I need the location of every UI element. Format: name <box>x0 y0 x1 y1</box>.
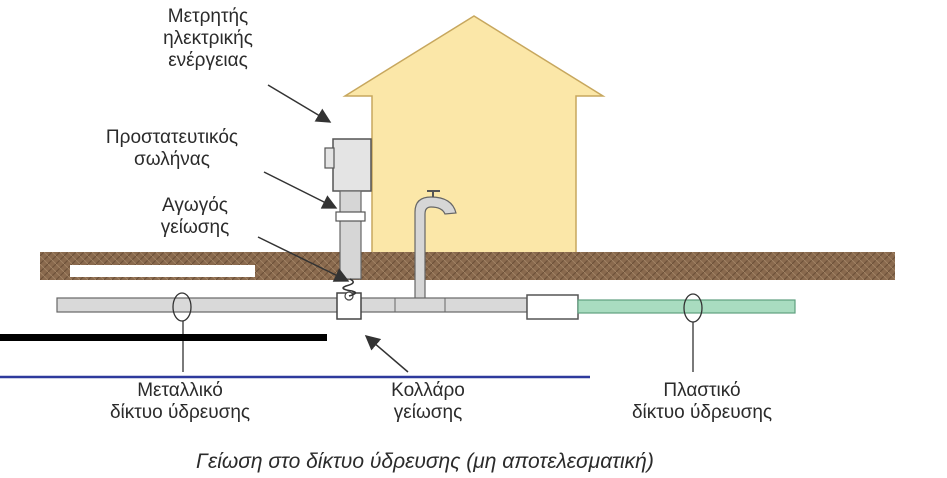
meter-label-line-2: ηλεκτρικής <box>163 28 253 49</box>
protective-pipe-label: Προστατευτικός σωλήνας <box>92 127 252 171</box>
water-tap-riser <box>414 196 457 302</box>
ground-conductor-label-line-1: Αγωγός <box>162 195 228 216</box>
diagram-caption: Γείωση στο δίκτυο ύδρευσης (μη αποτελεσμ… <box>196 450 654 473</box>
pipe-coupling <box>526 294 579 320</box>
meter-label: Μετρητής ηλεκτρικής ενέργειας <box>135 6 281 72</box>
meter-arrow <box>267 84 332 123</box>
metal-network-label: Μεταλλικό δίκτυο ύδρευσης <box>90 380 270 424</box>
metal-network-label-line-1: Μεταλλικό <box>137 380 223 401</box>
ground-conductor-label-line-2: γείωσης <box>160 217 230 238</box>
plastic-network-label: Πλαστικό δίκτυο ύδρευσης <box>612 380 792 424</box>
tap-handle <box>427 190 440 197</box>
electricity-meter <box>332 138 372 192</box>
metal-water-pipe <box>56 297 528 313</box>
meter-label-line-1: Μετρητής <box>167 6 249 27</box>
ground-collar-label: Κολλάρο γείωσης <box>378 380 478 424</box>
ground-conductor-arrow <box>257 236 350 282</box>
plastic-water-pipe <box>577 299 796 314</box>
grounding-conductor <box>342 278 357 297</box>
black-bar <box>0 334 327 341</box>
protective-pipe <box>339 190 362 280</box>
protective-pipe-label-line-2: σωλήνας <box>134 149 210 170</box>
plastic-network-label-line-1: Πλαστικό <box>663 380 741 401</box>
protective-pipe-label-line-1: Προστατευτικός <box>105 127 239 148</box>
soil-gap <box>70 265 255 277</box>
protective-pipe-arrow <box>263 171 338 209</box>
ground-collar-label-line-1: Κολλάρο <box>391 380 465 401</box>
meter-label-line-3: ενέργειας <box>168 50 248 71</box>
protective-pipe-clamp <box>335 211 366 222</box>
plastic-network-label-line-2: δίκτυο ύδρευσης <box>631 402 773 423</box>
metal-network-label-line-2: δίκτυο ύδρευσης <box>109 402 251 423</box>
meter-knob <box>324 147 335 169</box>
ground-collar-label-line-2: γείωσης <box>393 402 463 423</box>
grounding-collar <box>336 292 362 320</box>
metal-pipe-clip <box>172 292 192 322</box>
house <box>342 15 606 256</box>
ground-conductor-label: Αγωγός γείωσης <box>130 195 260 239</box>
collar-arrow <box>364 335 409 373</box>
